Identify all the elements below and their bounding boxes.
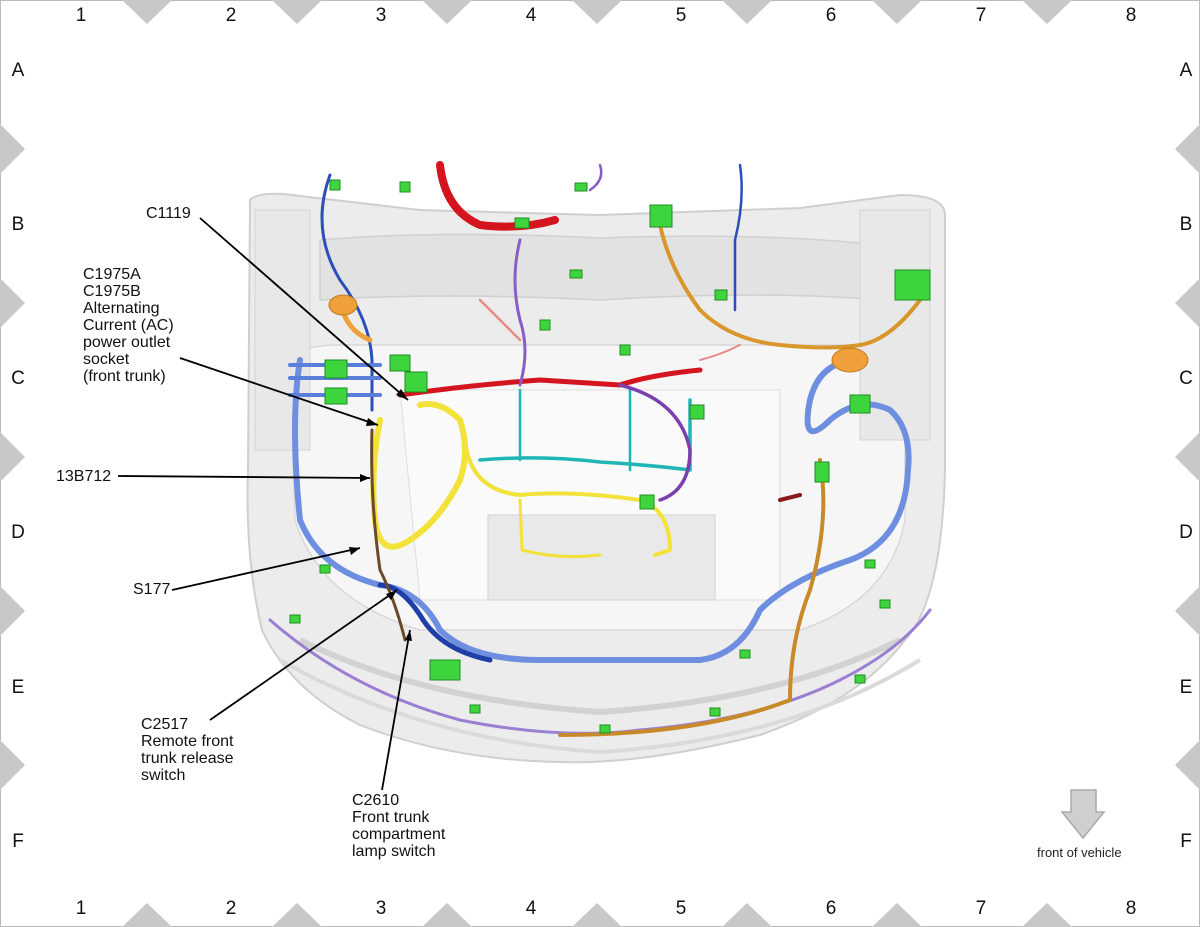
red-harness (436, 161, 559, 231)
callout-c2610-trunk-lamp: C2610 Front trunk compartment lamp switc… (352, 792, 446, 860)
grid-markers-top (122, 0, 1072, 24)
grid-markers-right (1175, 124, 1200, 790)
grid-col-top-8: 8 (1125, 5, 1137, 26)
callout-c2517-trunk-release: C2517 Remote front trunk release switch (141, 716, 234, 784)
wire-harnesses (268, 161, 932, 737)
leader-s177 (171, 547, 361, 591)
grid-row-right-a: A (1179, 60, 1193, 81)
brown-harness (370, 428, 407, 642)
grid-row-right-c: C (1179, 368, 1193, 389)
grid-row-left-d: D (11, 522, 25, 543)
grid-row-left-c: C (11, 368, 25, 389)
callout-s177: S177 (133, 581, 171, 598)
front-of-vehicle-caption: front of vehicle (1037, 845, 1122, 860)
grid-col-bottom-4: 4 (525, 898, 537, 919)
grid-col-bottom-1: 1 (75, 898, 87, 919)
grid-row-left-e: E (11, 677, 25, 698)
grid-col-bottom-8: 8 (1125, 898, 1137, 919)
leader-c1119 (199, 217, 409, 401)
grid-col-bottom-6: 6 (825, 898, 837, 919)
callout-c1975-ac-outlet: C1975A C1975B Alternating Current (AC) p… (83, 266, 174, 385)
grid-col-top-1: 1 (75, 5, 87, 26)
grid-row-right-b: B (1179, 214, 1193, 235)
callout-13b712: 13B712 (56, 468, 112, 485)
leader-c2610 (381, 629, 411, 791)
grid-col-bottom-7: 7 (975, 898, 987, 919)
grid-markers-bottom (122, 903, 1072, 927)
grid-row-left-f: F (12, 831, 24, 852)
leader-c2517 (209, 589, 398, 721)
front-of-vehicle-arrow-icon (1060, 789, 1106, 840)
connectors (289, 179, 931, 734)
blue-main-harness (292, 357, 912, 663)
grid-row-right-d: D (1179, 522, 1193, 543)
teal-harness (478, 398, 692, 472)
grid-col-top-5: 5 (675, 5, 687, 26)
callout-c1119: C1119 (146, 205, 191, 222)
grid-col-top-3: 3 (375, 5, 387, 26)
grid-col-top-6: 6 (825, 5, 837, 26)
orange-grommets (328, 294, 869, 373)
leader-arrowheads (349, 389, 412, 641)
leader-13b712 (117, 475, 371, 479)
grid-markers-left (0, 124, 25, 790)
grid-row-right-e: E (1179, 677, 1193, 698)
grid-col-top-7: 7 (975, 5, 987, 26)
leader-lines (117, 217, 411, 791)
grid-col-bottom-5: 5 (675, 898, 687, 919)
leader-c1975 (179, 357, 379, 426)
purple-harness (513, 238, 527, 387)
grid-row-left-a: A (11, 60, 25, 81)
orange-harness (658, 223, 922, 350)
grid-col-top-4: 4 (525, 5, 537, 26)
grid-col-top-2: 2 (225, 5, 237, 26)
grid-row-left-b: B (11, 214, 25, 235)
grid-col-bottom-2: 2 (225, 898, 237, 919)
grid-col-bottom-3: 3 (375, 898, 387, 919)
grid-row-right-f: F (1180, 831, 1192, 852)
